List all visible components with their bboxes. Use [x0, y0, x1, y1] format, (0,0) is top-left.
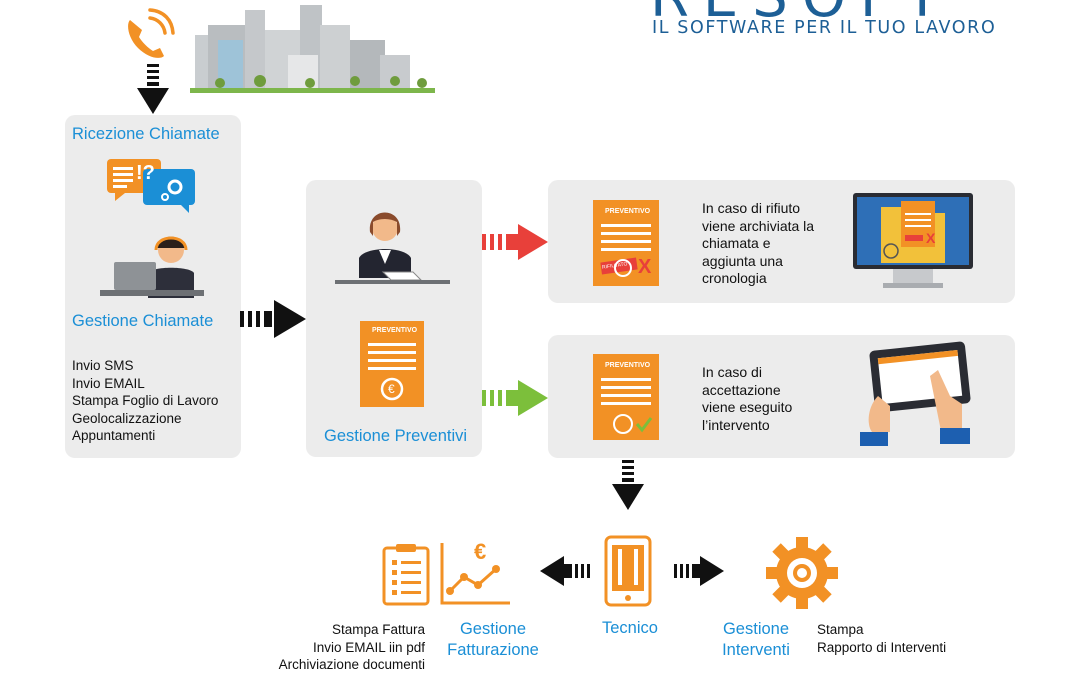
euro-icon: €: [474, 539, 487, 564]
smartphone-tools-icon: [604, 535, 652, 607]
gear-icon: [766, 537, 838, 609]
chat-bubbles-icon: [107, 159, 195, 213]
red-arrow-icon: [482, 224, 548, 260]
list-item: Geolocalizzazione: [72, 410, 182, 426]
call-operator-icon: [100, 236, 204, 298]
clipboard-checklist-icon: [382, 544, 430, 606]
list-item: Stampa Fattura: [331, 622, 425, 637]
right-arrow-icon: [240, 300, 306, 338]
down-arrow-icon: [612, 460, 644, 510]
accepted-doc-label: PREVENTIVO: [605, 362, 651, 369]
list-item: Stampa: [817, 622, 864, 637]
left-arrow-icon: [540, 556, 590, 586]
green-arrow-icon: [482, 380, 548, 416]
preventivo-document-icon: [360, 321, 424, 407]
euro-growth-chart-icon: [440, 543, 510, 605]
list-item: Invio EMAIL iin pdf: [312, 639, 425, 655]
logo-brand: RESOFT: [650, 0, 953, 26]
list-item: Archiviazione documenti: [278, 657, 425, 673]
accepted-document-icon: [593, 354, 659, 440]
list-item: Invio EMAIL: [72, 375, 145, 391]
rejected-doc-label: PREVENTIVO: [605, 208, 651, 215]
phone-icon: [128, 8, 175, 58]
gestione-chiamate-title: Gestione Chiamate: [72, 312, 214, 330]
gestione-fatturazione-title: Gestione Fatturazione: [447, 620, 539, 659]
tecnico-title: Tecnico: [602, 619, 658, 637]
ricezione-chiamate-title: Ricezione Chiamate: [72, 125, 220, 143]
interventi-list: Stampa Rapporto di Interventi: [817, 621, 946, 656]
businesswoman-icon: [335, 212, 450, 284]
city-skyline-image: [190, 5, 435, 93]
gestione-interventi-title: Gestione Interventi: [722, 620, 790, 659]
monitor-archive-icon: [853, 193, 973, 288]
accettazione-description: In caso di accettazione viene eseguito l…: [702, 364, 793, 433]
bubble-text: !?: [136, 162, 155, 184]
list-item: Appuntamenti: [72, 428, 156, 444]
rifiuto-description: In caso di rifiuto viene archiviata la c…: [702, 200, 815, 286]
tablet-hands-icon: [860, 341, 971, 446]
list-item: Invio SMS: [72, 358, 134, 373]
reject-x-icon: X: [638, 256, 652, 278]
euro-symbol: €: [388, 382, 395, 396]
logo-tagline: IL SOFTWARE PER IL TUO LAVORO: [652, 18, 997, 38]
gestione-chiamate-list: Invio SMS Invio EMAIL Stampa Foglio di L…: [72, 357, 218, 445]
list-item: Stampa Foglio di Lavoro: [72, 393, 219, 409]
rejected-document-icon: [593, 200, 659, 286]
preventivo-doc-label: PREVENTIVO: [372, 327, 418, 334]
gestione-preventivi-title: Gestione Preventivi: [324, 427, 468, 445]
monitor-x-icon: X: [926, 230, 936, 246]
fatturazione-list: Stampa Fattura Invio EMAIL iin pdf Archi…: [230, 621, 425, 674]
right-arrow-icon: [674, 556, 724, 586]
down-arrow-icon: [137, 64, 169, 114]
list-item: Rapporto di Interventi: [817, 639, 947, 655]
